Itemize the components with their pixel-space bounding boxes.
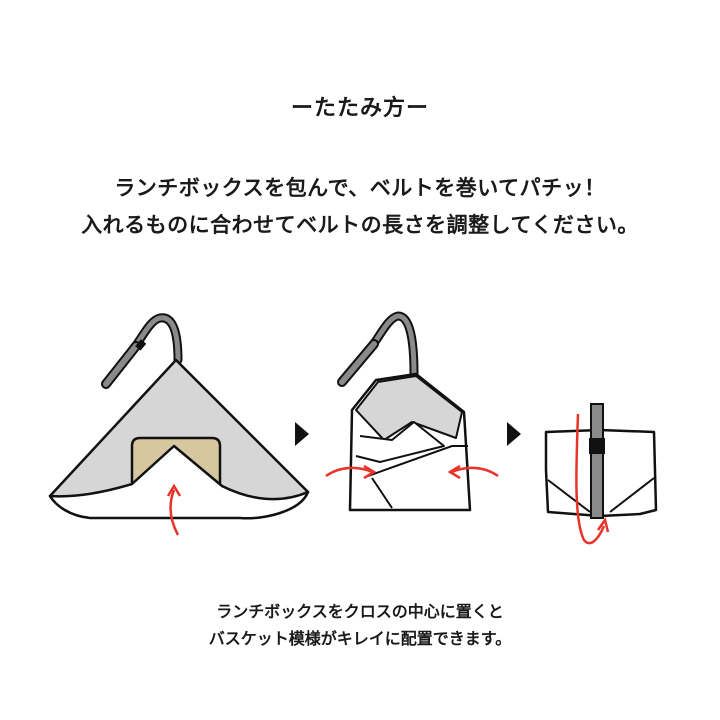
step-3-illustration <box>544 403 658 545</box>
wrap-arrow-icon <box>575 413 610 545</box>
fold-left-arrow-icon <box>325 464 377 480</box>
belt-icon <box>337 311 419 387</box>
buckle-icon <box>589 438 605 454</box>
next-step-arrow-icon <box>507 422 521 446</box>
belt-icon <box>101 313 183 389</box>
caption-line-2: バスケット模様がキレイに配置できます。 <box>208 629 512 648</box>
fold-up-arrow-icon <box>166 483 182 536</box>
fold-right-arrow-icon <box>447 464 499 480</box>
intro-line-1: ランチボックスを包んで、ベルトを巻いてパチッ！ <box>114 176 606 200</box>
intro-line-2: 入れるものに合わせてベルトの長さを調整してください。 <box>81 213 639 237</box>
next-step-arrow-icon <box>295 422 309 446</box>
step-1-illustration <box>48 313 310 536</box>
caption-line-1: ランチボックスをクロスの中心に置くと <box>216 602 504 621</box>
folding-diagram <box>48 311 658 545</box>
page-title: ーたたみ方ー <box>290 96 429 121</box>
intro-text: ランチボックスを包んで、ベルトを巻いてパチッ！ 入れるものに合わせてベルトの長さ… <box>0 170 720 244</box>
belt-icon <box>589 403 605 519</box>
caption-text: ランチボックスをクロスの中心に置くと バスケット模様がキレイに配置できます。 <box>0 598 720 652</box>
step-2-illustration <box>325 311 499 512</box>
